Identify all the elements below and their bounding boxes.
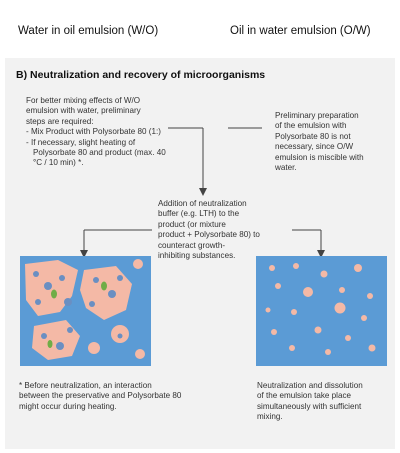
- left-text-line: °C / 10 min) *.: [33, 158, 84, 168]
- oil-droplet: [303, 287, 313, 297]
- left-text-line: For better mixing effects of W/O: [26, 96, 141, 105]
- microbe-blue: [64, 298, 72, 306]
- oil-droplet: [269, 265, 275, 271]
- center-text-line: inhibiting substances.: [158, 251, 236, 261]
- note-line: simultaneously with sufficient: [257, 401, 362, 411]
- section-title: B) Neutralization and recovery of microo…: [16, 69, 266, 81]
- left-text-line: - If necessary, slight heating of: [26, 137, 136, 147]
- oil-droplet-small: [135, 349, 145, 359]
- oil-droplet: [325, 349, 331, 355]
- left-text-line: Polysorbate 80 and product (max. 40: [33, 148, 166, 158]
- center-text-line: counteract growth-: [158, 240, 226, 250]
- center-text-line: product + Polysorbate 80) to: [158, 230, 260, 240]
- ow-emulsion-illustration: [256, 256, 387, 366]
- footnote-line: between the preservative and Polysorbate…: [19, 391, 182, 401]
- microbe-blue: [89, 301, 95, 307]
- content-panel: [5, 58, 395, 449]
- left-text-line: - Mix Product with Polysorbate 80 (1:): [26, 127, 161, 137]
- center-text-line: buffer (e.g. LTH) to the: [158, 209, 240, 219]
- oil-droplet: [339, 287, 345, 293]
- center-text-line: product (or mixture: [158, 219, 226, 229]
- oil-droplet: [368, 344, 376, 352]
- note-line: mixing.: [257, 412, 283, 422]
- oil-droplet-small: [88, 342, 100, 354]
- microbe-blue: [41, 333, 47, 339]
- oil-droplet: [361, 315, 367, 321]
- oil-droplet: [291, 309, 297, 315]
- oil-droplet-small: [133, 259, 143, 269]
- right-preparation-text: Preliminary preparation of the emulsion …: [275, 111, 395, 173]
- microbe-blue: [93, 277, 99, 283]
- microbe-blue: [56, 342, 64, 350]
- microbe-green: [101, 281, 107, 291]
- note-line: Neutralization and dissolution: [257, 381, 363, 390]
- oil-droplet: [345, 335, 351, 341]
- footnote-line: might occur during heating.: [19, 401, 117, 411]
- left-text-line: emulsion with water, preliminary: [26, 106, 141, 116]
- microbe-blue: [44, 282, 52, 290]
- oil-droplet: [354, 264, 362, 272]
- microbe-blue: [67, 327, 73, 333]
- oil-droplet: [265, 307, 271, 313]
- right-text-line: emulsion is miscible with: [275, 152, 364, 162]
- microbe-blue: [59, 275, 65, 281]
- oil-droplet: [293, 263, 299, 269]
- microbe-blue: [117, 333, 123, 339]
- heating-footnote: * Before neutralization, an interaction …: [19, 381, 219, 412]
- note-line: of the emulsion take place: [257, 391, 352, 401]
- right-text-line: Polysorbate 80 is not: [275, 131, 351, 141]
- header-right-title: Oil in water emulsion (O/W): [230, 25, 371, 37]
- header-left-title: Water in oil emulsion (W/O): [18, 25, 159, 37]
- ow-neutralization-note: Neutralization and dissolution of the em…: [257, 381, 397, 423]
- right-text-line: water.: [275, 163, 297, 173]
- left-text-line: steps are required:: [26, 116, 94, 126]
- right-text-line: necessary, since O/W: [275, 142, 354, 152]
- oil-droplet: [334, 302, 346, 314]
- microbe-blue: [108, 290, 116, 298]
- center-text-line: Addition of neutralization: [158, 199, 247, 208]
- oil-droplet: [367, 293, 373, 299]
- left-preparation-text: For better mixing effects of W/O emulsio…: [26, 96, 226, 169]
- right-text-line: of the emulsion with: [275, 121, 347, 131]
- microbe-blue: [35, 299, 41, 305]
- oil-droplet: [314, 326, 322, 334]
- oil-droplet: [320, 270, 328, 278]
- microbe-blue: [33, 271, 39, 277]
- oil-droplet: [275, 283, 281, 289]
- microbe-blue: [117, 275, 123, 281]
- footnote-line: * Before neutralization, an interaction: [19, 381, 152, 390]
- neutralization-step-text: Addition of neutralization buffer (e.g. …: [158, 199, 298, 261]
- right-text-line: Preliminary preparation: [275, 111, 359, 120]
- oil-droplet: [271, 329, 277, 335]
- oil-droplet: [289, 345, 295, 351]
- microbe-green: [51, 289, 57, 299]
- wo-emulsion-illustration: [20, 256, 151, 366]
- microbe-green: [47, 340, 53, 348]
